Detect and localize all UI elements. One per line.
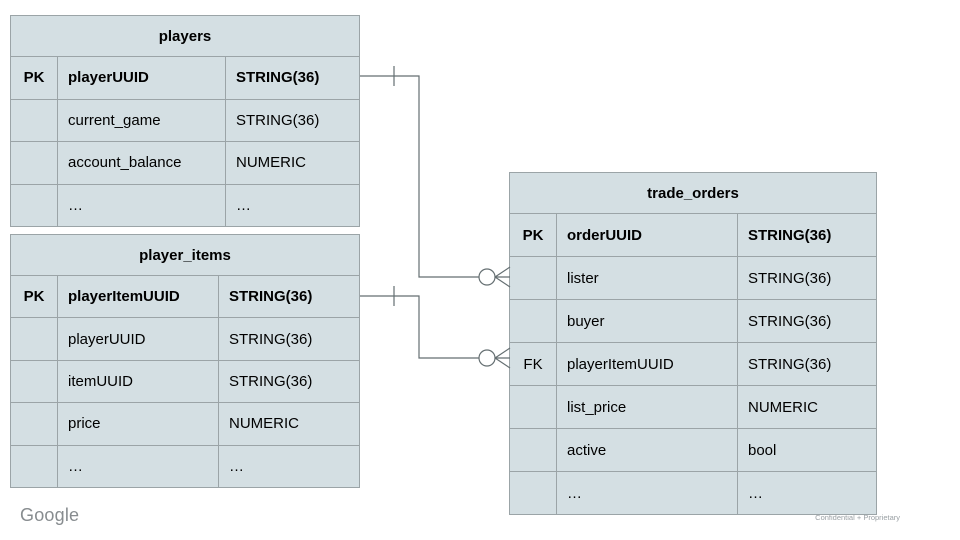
- cell-key: PK: [11, 276, 58, 318]
- zero-cardinality-ring-icon: [478, 268, 496, 286]
- cell-field-type: STRING(36): [229, 288, 313, 306]
- connector-line: [360, 295, 479, 359]
- cell-field-name: price: [58, 403, 219, 445]
- cell-key: PK: [510, 214, 557, 256]
- cell-field-name: …: [557, 472, 738, 514]
- connector-players-to-trade-orders: [360, 66, 511, 288]
- table-row: active bool: [510, 428, 876, 471]
- cell-field-type: NUMERIC: [748, 398, 818, 416]
- cell-key: [510, 300, 557, 342]
- cell-key: PK: [11, 57, 58, 99]
- cell-field-name: list_price: [557, 386, 738, 428]
- table-row: price NUMERIC: [11, 402, 359, 445]
- cell-field-type: STRING(36): [748, 355, 832, 373]
- cell-field-type: …: [748, 484, 763, 502]
- cell-key: [11, 445, 58, 487]
- cell-field-name: playerUUID: [58, 318, 219, 360]
- table-row: ……: [510, 471, 876, 514]
- cell-field-type: STRING(36): [748, 226, 832, 244]
- table-row: account_balance NUMERIC: [11, 141, 359, 184]
- cell-field-name: playerItemUUID: [557, 343, 738, 385]
- zero-cardinality-ring-icon: [478, 349, 496, 367]
- connector-line: [360, 75, 479, 278]
- table-row: playerUUID STRING(36): [11, 317, 359, 360]
- cell-field-name: current_game: [58, 99, 226, 141]
- table-title: players: [11, 16, 359, 57]
- cell-field-type: bool: [748, 441, 777, 459]
- cell-field-name: orderUUID: [557, 214, 738, 256]
- cell-field-type: …: [229, 457, 244, 475]
- cell-field-type: NUMERIC: [236, 154, 306, 172]
- many-crowfoot-icon: [494, 266, 511, 288]
- table-title: player_items: [11, 235, 359, 276]
- cell-field-type: STRING(36): [236, 111, 320, 129]
- cell-field-name: lister: [557, 257, 738, 299]
- many-crowfoot-icon: [494, 347, 511, 369]
- cell-field-type: STRING(36): [748, 269, 832, 287]
- connector-player-items-to-trade-orders: [360, 286, 511, 369]
- cell-field-name: playerUUID: [58, 57, 226, 99]
- table-row: buyer STRING(36): [510, 299, 876, 342]
- table-row: list_price NUMERIC: [510, 385, 876, 428]
- cell-key: [11, 318, 58, 360]
- google-logo: Google: [20, 505, 80, 525]
- cell-key: [510, 429, 557, 471]
- cell-key: [11, 142, 58, 184]
- cell-field-name: …: [58, 184, 226, 226]
- cell-field-type: STRING(36): [229, 330, 313, 348]
- cell-key: [510, 472, 557, 514]
- cell-field-type: STRING(36): [229, 372, 313, 390]
- cell-key: [11, 99, 58, 141]
- cell-field-type: …: [236, 196, 251, 214]
- cell-field-name: playerItemUUID: [58, 276, 219, 318]
- confidential-note: Confidential + Proprietary: [815, 513, 900, 522]
- cell-key: [11, 184, 58, 226]
- table-row: itemUUID STRING(36): [11, 359, 359, 403]
- cell-key: [510, 386, 557, 428]
- cell-field-name: …: [58, 445, 219, 487]
- cell-field-type: STRING(36): [236, 69, 320, 87]
- cell-field-name: active: [557, 429, 738, 471]
- table-row: lister STRING(36): [510, 256, 876, 299]
- table-row: current_game STRING(36): [11, 98, 359, 141]
- table-row: ……: [11, 444, 359, 487]
- cell-field-name: account_balance: [58, 142, 226, 184]
- cell-field-type: NUMERIC: [229, 415, 299, 433]
- cell-key: FK: [510, 343, 557, 385]
- cell-field-type: STRING(36): [748, 312, 832, 330]
- cell-field-name: itemUUID: [58, 360, 219, 403]
- cell-key: [510, 257, 557, 299]
- table-title: trade_orders: [510, 173, 876, 214]
- cell-key: [11, 403, 58, 445]
- cell-key: [11, 360, 58, 403]
- table-row: ……: [11, 183, 359, 226]
- cell-field-name: buyer: [557, 300, 738, 342]
